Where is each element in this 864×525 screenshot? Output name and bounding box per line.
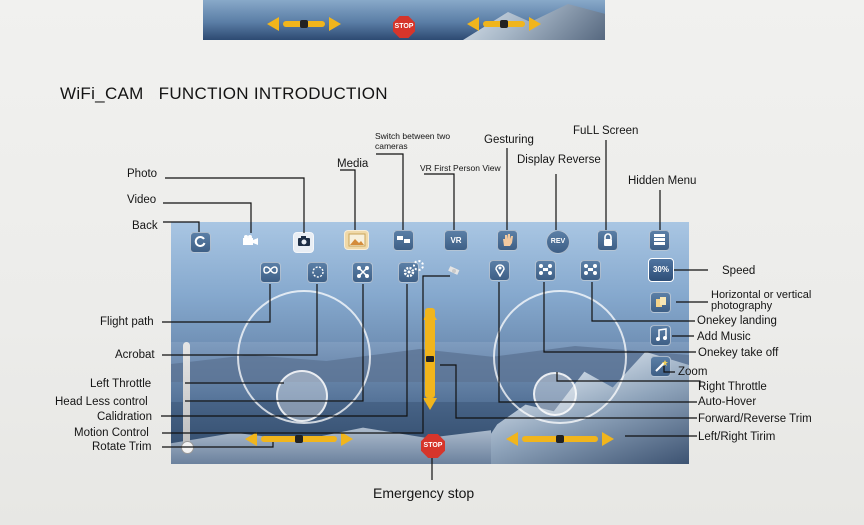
left-joystick-knob[interactable] (276, 370, 328, 422)
label-orientation: Horizontal or vertical photography (711, 289, 812, 312)
location-pin-icon[interactable] (489, 260, 510, 281)
top-stop-button: STOP (393, 16, 415, 38)
trim-right-arrow-icon (329, 17, 341, 31)
rotate-trim-right-arrow-icon[interactable] (341, 432, 353, 446)
title-heading: FUNCTION INTRODUCTION (158, 84, 388, 103)
back-refresh-icon[interactable] (190, 232, 211, 253)
top-right-trim-bar (483, 20, 525, 28)
magic-wand-icon[interactable] (650, 356, 671, 377)
label-flight-path: Flight path (100, 316, 154, 328)
label-gesturing: Gesturing (484, 134, 534, 146)
label-left-right-trim: Left/Right Tirim (698, 431, 776, 443)
forward-reverse-trim-slider[interactable] (425, 308, 435, 398)
trim-left-arrow-icon (467, 17, 479, 31)
lr-trim-left-arrow-icon[interactable] (506, 432, 518, 446)
title-app-name: WiFi_CAM (60, 84, 144, 103)
flip-icon[interactable] (307, 262, 328, 283)
rotate-photo-icon[interactable] (650, 292, 671, 313)
label-left-throttle: Left Throttle (90, 378, 152, 390)
left-throttle-slider[interactable] (181, 342, 194, 454)
rotate-trim-bar[interactable] (261, 435, 337, 443)
label-forward-reverse-trim: Forward/Reverse Trim (698, 413, 812, 425)
label-right-throttle: Right Throttle (698, 381, 767, 393)
headless-icon[interactable] (352, 262, 373, 283)
left-right-trim-bar[interactable] (522, 435, 598, 443)
page-title: WiFi_CAM FUNCTION INTRODUCTION (60, 84, 398, 104)
infinity-icon[interactable] (260, 262, 281, 283)
label-media: Media (337, 158, 369, 170)
label-display-reverse: Display Reverse (517, 154, 601, 166)
label-head-less: Head Less control (55, 396, 148, 408)
satellite-icon[interactable] (444, 262, 465, 283)
label-photo: Photo (127, 168, 158, 180)
label-calibration: Calidration (97, 411, 152, 423)
video-camera-icon[interactable] (240, 232, 261, 253)
image-icon[interactable] (344, 230, 369, 250)
down-arrow-icon[interactable] (423, 398, 437, 410)
label-video: Video (127, 194, 157, 206)
trim-right-arrow-icon (529, 17, 541, 31)
label-vr: VR First Person View (420, 163, 501, 173)
label-auto-hover: Auto-Hover (698, 396, 757, 408)
right-joystick-knob[interactable] (533, 372, 577, 416)
drone-takeoff-icon[interactable] (535, 260, 556, 281)
vr-button[interactable]: VR (444, 230, 468, 251)
label-back: Back (132, 220, 158, 232)
top-screen-strip: STOP (203, 0, 605, 40)
label-zoom: Zoom (678, 366, 708, 378)
rotate-trim-left-arrow-icon[interactable] (245, 432, 257, 446)
speed-button[interactable]: 30% (648, 258, 674, 282)
label-onekey-takeoff: Onekey take off (698, 347, 779, 359)
throttle-knob[interactable] (181, 441, 194, 454)
menu-icon[interactable] (649, 230, 670, 251)
label-hidden-menu: Hidden Menu (628, 175, 697, 187)
camera-icon[interactable] (293, 232, 314, 253)
label-add-music: Add Music (697, 331, 751, 343)
music-icon[interactable] (650, 325, 671, 346)
switch-camera-icon[interactable] (393, 230, 414, 251)
hand-gesture-icon[interactable] (497, 230, 518, 251)
lock-icon[interactable] (597, 230, 618, 251)
label-rotate-trim: Rotate Trim (92, 441, 152, 453)
label-speed: Speed (722, 265, 756, 277)
drone-landing-icon[interactable] (580, 260, 601, 281)
top-left-trim-bar (283, 20, 325, 28)
trim-left-arrow-icon (267, 17, 279, 31)
small-gear-icon (413, 260, 424, 271)
label-onekey-landing: Onekey landing (697, 315, 777, 327)
label-motion-control: Motion Control (74, 427, 149, 439)
label-acrobat: Acrobat (115, 349, 155, 361)
label-emergency-stop: Emergency stop (373, 485, 475, 501)
display-reverse-button[interactable]: REV (546, 230, 570, 254)
label-switch-cameras: Switch between two cameras (375, 131, 451, 151)
lr-trim-right-arrow-icon[interactable] (602, 432, 614, 446)
emergency-stop-button[interactable]: STOP (421, 434, 445, 458)
label-full-screen: FuLL Screen (573, 125, 639, 137)
